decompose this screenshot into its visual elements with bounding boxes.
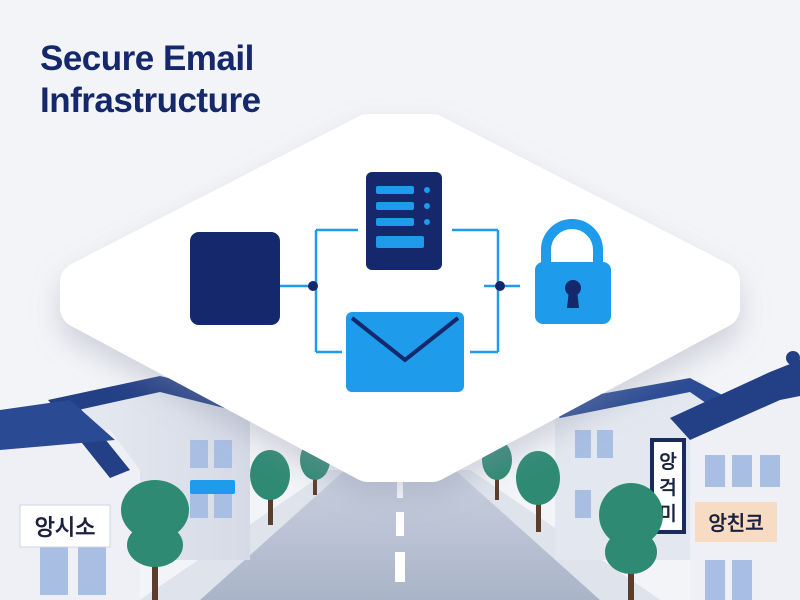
right-vertical-char-3: 미 — [659, 503, 676, 525]
connector-node-right — [495, 281, 505, 291]
left-sign-text: 앙시소 — [35, 516, 96, 541]
right-sign-text: 앙친코 — [708, 511, 763, 535]
trees — [121, 440, 663, 600]
connection-lines — [280, 228, 520, 354]
title-line-2: Infrastructure — [40, 81, 261, 120]
right-vertical-char-2: 걱 — [659, 477, 676, 499]
connector-node-left — [308, 281, 318, 291]
network-platform — [60, 114, 740, 482]
right-vertical-sign: 앙 걱 미 — [650, 438, 686, 534]
tree-right-mid — [516, 451, 560, 532]
right-shop-sign: 앙친코 — [695, 502, 777, 542]
title-line-1: Secure Email — [40, 39, 254, 78]
right-vertical-char-1: 앙 — [659, 451, 677, 473]
server-icon — [366, 172, 442, 270]
page-title: Secure Email Infrastructure — [40, 38, 261, 122]
tree-right-front — [599, 483, 663, 600]
square-block-icon — [190, 232, 280, 325]
padlock-icon — [535, 219, 611, 324]
left-shop-sign: 앙시소 — [19, 504, 111, 548]
tree-left-front — [121, 480, 189, 600]
envelope-icon — [346, 312, 464, 392]
tree-left-mid — [250, 450, 290, 525]
